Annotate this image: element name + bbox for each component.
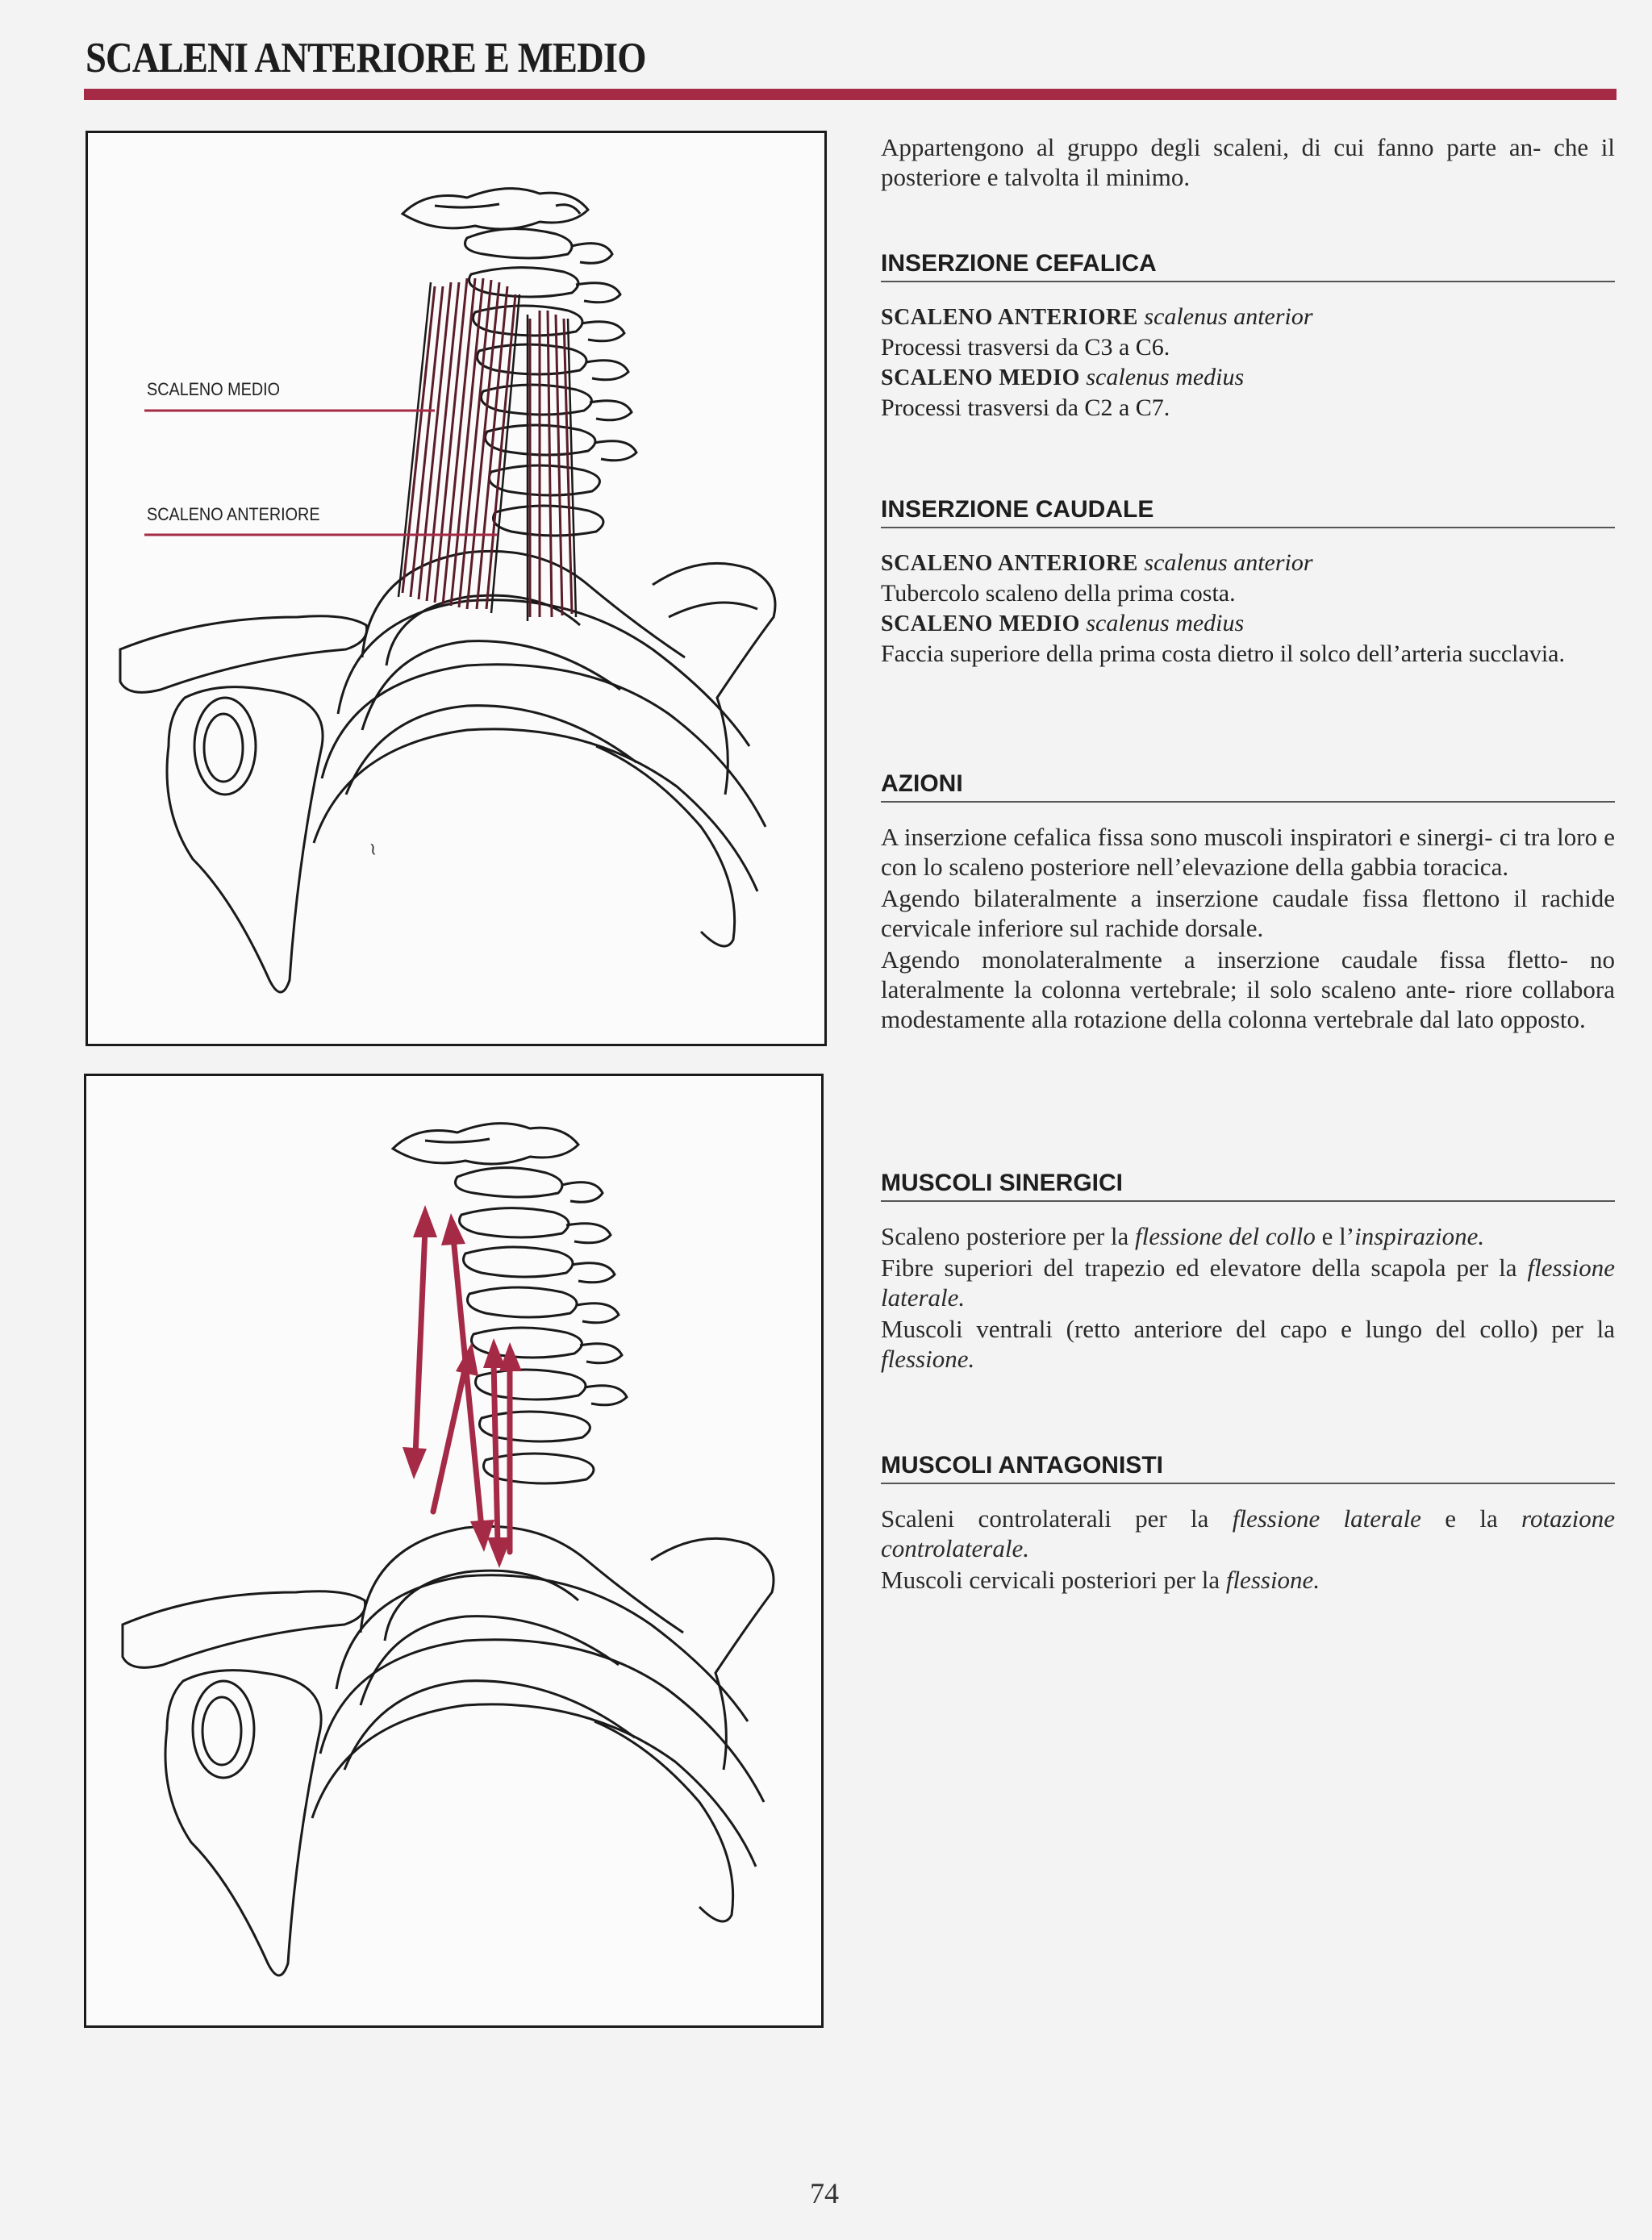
sinergici-line-2: Fibre superiori del trapezio ed elevator… — [881, 1253, 1615, 1312]
intro-paragraph: Appartengono al gruppo degli scaleni, di… — [881, 133, 1615, 191]
heading-azioni: AZIONI — [881, 770, 1615, 803]
cefalica-anteriore-text: Processi trasversi da C3 a C6. — [881, 334, 1170, 361]
caudale-medio-latin: scalenus medius — [1086, 610, 1245, 636]
cefalica-anteriore-line: SCALENO ANTERIORE scalenus anterior — [881, 302, 1615, 332]
sinergici-line-1: Scaleno posteriore per la flessione del … — [881, 1222, 1485, 1250]
heading-inserzione-cefalica: INSERZIONE CEFALICA — [881, 250, 1615, 282]
section-inserzione-cefalica: INSERZIONE CEFALICA SCALENO ANTERIORE sc… — [881, 250, 1615, 423]
neck-anatomy-drawing: ~ — [119, 187, 777, 994]
section-muscoli-antagonisti: MUSCOLI ANTAGONISTI Scaleni controlatera… — [881, 1452, 1615, 1595]
page-title: SCALENI ANTERIORE E MEDIO — [86, 35, 646, 81]
signature-mark: ~ — [361, 841, 384, 858]
cefalica-medio-latin: scalenus medius — [1086, 364, 1245, 390]
label-scaleno-anteriore: SCALENO ANTERIORE — [147, 504, 320, 524]
caudale-anteriore-line: SCALENO ANTERIORE scalenus anterior — [881, 548, 1615, 578]
cefalica-medio-label: SCALENO MEDIO — [881, 365, 1080, 390]
figure-scaleni-muscles: ~ SCALENO MEDIO SCALENO ANTERIORE — [86, 131, 827, 1046]
cefalica-medio-line: SCALENO MEDIO scalenus medius — [881, 362, 1615, 393]
page-number: 74 — [810, 2177, 839, 2209]
heading-muscoli-antagonisti: MUSCOLI ANTAGONISTI — [881, 1452, 1615, 1484]
label-scaleno-medio: SCALENO MEDIO — [147, 379, 281, 399]
antagonisti-line-2: Muscoli cervicali posteriori per la fles… — [881, 1566, 1320, 1594]
cefalica-anteriore-label: SCALENO ANTERIORE — [881, 305, 1138, 330]
caudale-medio-text: Faccia superiore della prima costa dietr… — [881, 640, 1565, 667]
intro-section: Appartengono al gruppo degli scaleni, di… — [881, 132, 1615, 192]
caudale-anteriore-latin: scalenus anterior — [1144, 549, 1313, 576]
figure-scaleni-actions — [84, 1074, 824, 2028]
cefalica-medio-text: Processi trasversi da C2 a C7. — [881, 394, 1170, 421]
section-inserzione-caudale: INSERZIONE CAUDALE SCALENO ANTERIORE sca… — [881, 496, 1615, 669]
antagonisti-line-1: Scaleni controlaterali per la flessione … — [881, 1504, 1616, 1562]
sinergici-line-3: Muscoli ventrali (retto anteriore del ca… — [881, 1315, 1615, 1373]
azioni-paragraph-2: Agendo bilateralmente a inserzione cauda… — [881, 884, 1615, 942]
caudale-medio-line: SCALENO MEDIO scalenus medius — [881, 608, 1615, 639]
heading-muscoli-sinergici: MUSCOLI SINERGICI — [881, 1170, 1615, 1202]
title-rule — [84, 89, 1617, 100]
neck-action-drawing — [121, 1122, 775, 1977]
caudale-anteriore-text: Tubercolo scaleno della prima costa. — [881, 580, 1236, 607]
azioni-paragraph-3: Agendo monolateralmente a inserzione cau… — [881, 945, 1615, 1033]
section-muscoli-sinergici: MUSCOLI SINERGICI Scaleno posteriore per… — [881, 1170, 1615, 1374]
heading-inserzione-caudale: INSERZIONE CAUDALE — [881, 496, 1615, 528]
cefalica-anteriore-latin: scalenus anterior — [1144, 303, 1313, 330]
section-azioni: AZIONI A inserzione cefalica fissa sono … — [881, 770, 1615, 1034]
azioni-paragraph-1: A inserzione cefalica fissa sono muscoli… — [881, 823, 1615, 881]
caudale-anteriore-label: SCALENO ANTERIORE — [881, 551, 1138, 576]
caudale-medio-label: SCALENO MEDIO — [881, 611, 1080, 636]
